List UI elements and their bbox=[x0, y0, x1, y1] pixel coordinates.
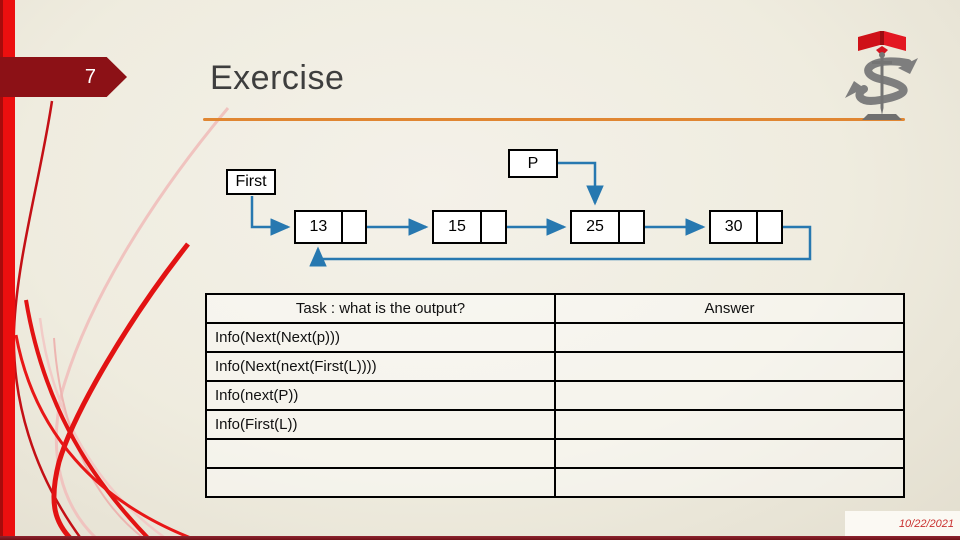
table-row: Info(Next(Next(p))) bbox=[205, 322, 905, 353]
slide-date: 10/22/2021 bbox=[898, 518, 954, 530]
list-node-15: 15 bbox=[432, 210, 507, 244]
slide-number-pennant: 7 bbox=[0, 57, 127, 97]
task-cell: Info(Next(next(First(L)))) bbox=[205, 351, 556, 382]
answer-cell[interactable] bbox=[554, 409, 905, 440]
answer-cell[interactable] bbox=[554, 380, 905, 411]
list-node-25: 25 bbox=[570, 210, 645, 244]
node-next-cell bbox=[618, 212, 643, 242]
task-column-header: Task : what is the output? bbox=[205, 293, 556, 324]
node-value: 25 bbox=[586, 218, 604, 235]
node-next-cell bbox=[340, 212, 365, 242]
node-value: 15 bbox=[448, 218, 466, 235]
first-pointer-label: First bbox=[235, 173, 267, 190]
bottom-accent-bar bbox=[0, 536, 960, 540]
table-row bbox=[205, 438, 905, 469]
left-accent-bar bbox=[0, 0, 15, 540]
answer-cell[interactable] bbox=[554, 351, 905, 382]
list-node-13: 13 bbox=[294, 210, 367, 244]
list-node-30: 30 bbox=[709, 210, 783, 244]
task-table: Task : what is the output? Answer Info(N… bbox=[205, 293, 905, 498]
node-value: 30 bbox=[724, 218, 743, 235]
table-row bbox=[205, 467, 905, 498]
title-underline bbox=[203, 118, 905, 121]
node-next-cell bbox=[480, 212, 505, 242]
task-cell bbox=[205, 467, 556, 498]
task-cell bbox=[205, 438, 556, 469]
university-emblem-logo bbox=[845, 31, 918, 120]
answer-column-header: Answer bbox=[554, 293, 905, 324]
task-cell: Info(next(P)) bbox=[205, 380, 556, 411]
p-pointer-label: P bbox=[527, 155, 539, 172]
answer-cell[interactable] bbox=[554, 467, 905, 498]
answer-cell[interactable] bbox=[554, 438, 905, 469]
answer-cell[interactable] bbox=[554, 322, 905, 353]
node-value: 13 bbox=[309, 218, 328, 235]
first-pointer-box: First bbox=[226, 169, 276, 195]
table-row: Info(next(P)) bbox=[205, 380, 905, 411]
table-row: Info(Next(next(First(L)))) bbox=[205, 351, 905, 382]
task-cell: Info(First(L)) bbox=[205, 409, 556, 440]
p-pointer-box: P bbox=[508, 149, 558, 178]
table-header-row: Task : what is the output? Answer bbox=[205, 293, 905, 324]
node-next-cell bbox=[756, 212, 781, 242]
slide-title: Exercise bbox=[210, 59, 345, 97]
footer-panel bbox=[845, 511, 960, 536]
table-row: Info(First(L)) bbox=[205, 409, 905, 440]
slide-number: 7 bbox=[84, 66, 96, 88]
task-cell: Info(Next(Next(p))) bbox=[205, 322, 556, 353]
